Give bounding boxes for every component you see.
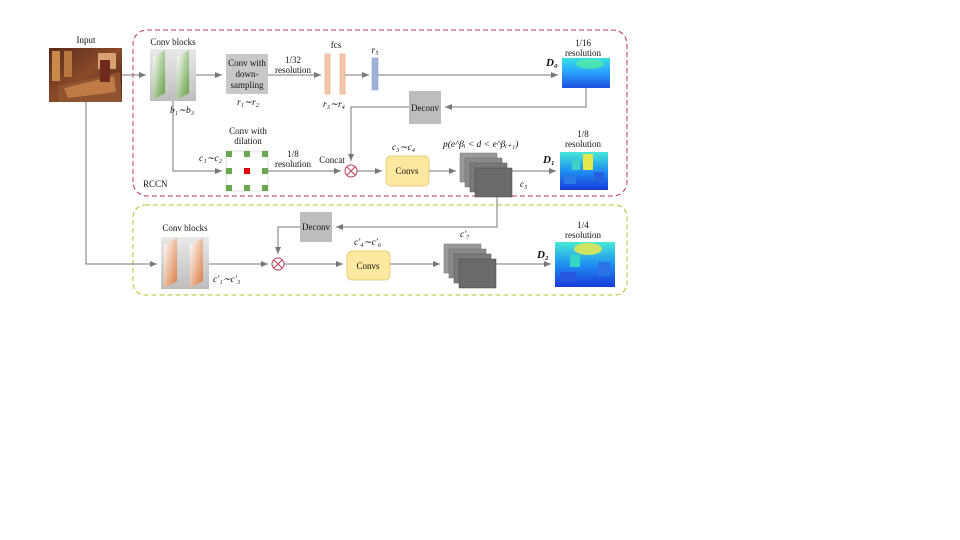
conv-down-line2: down- [236, 69, 259, 79]
conv-dil-line2: dilation [234, 136, 262, 146]
conv-down-line3: sampling [231, 80, 264, 90]
d2-label: D₂ [536, 249, 549, 261]
deconv-top-label: Deconv [411, 103, 439, 113]
cp-range-1-label: c′₁∼c′₃ [213, 275, 240, 285]
prob-label: p(e^βᵢ < d < e^βᵢ₊₁) [442, 139, 518, 150]
rccn-label: RCCN [143, 179, 168, 189]
c-range-2-label: c₃∼c₄ [392, 143, 415, 153]
res-1-8-a: 1/8 [287, 149, 299, 159]
res-1-16-b: resolution [565, 48, 601, 58]
connections [85, 72, 587, 267]
multiply-op-bottom [271, 257, 285, 271]
dilation-kernel [225, 150, 269, 192]
fc-layer-1 [324, 53, 331, 95]
d2-depth-map [555, 242, 615, 287]
input-image [49, 48, 122, 102]
convs-top-label: Convs [395, 166, 419, 176]
res-1-4-a: 1/4 [577, 220, 589, 230]
r-range-1-label: r₁∼r₂ [237, 98, 260, 108]
res-1-8-b: resolution [275, 159, 311, 169]
conv-down-line1: Conv with [228, 58, 266, 68]
c-range-1-label: c₁∼c₂ [199, 154, 223, 164]
rccn-group-border [132, 29, 628, 197]
cp-range-2-label: c′₄∼c′₆ [354, 238, 381, 248]
d0-depth-map [562, 58, 610, 88]
res-1-32-a: 1/32 [285, 55, 301, 65]
b-range-label: b₁∼b₃ [170, 106, 194, 116]
d0-label: D₀ [545, 57, 558, 69]
deconv-bottom-label: Deconv [302, 222, 330, 232]
c5-label: c₅ [520, 180, 528, 190]
conv-downsampling-block: Conv with down- sampling [226, 54, 268, 94]
d1-label: D₁ [542, 154, 555, 166]
conv-blocks-bottom [161, 237, 209, 289]
res-1-32-b: resolution [275, 65, 311, 75]
r-range-2-label: r₃∼r₄ [323, 100, 345, 110]
d1-depth-map [560, 152, 608, 190]
conv-blocks-top-label: Conv blocks [150, 37, 196, 47]
deconv-bottom-block [300, 212, 332, 242]
refine-group-border [132, 204, 628, 296]
c7p-label: c′₇ [460, 230, 470, 240]
fc-layer-2 [339, 53, 346, 95]
concat-op [344, 164, 358, 178]
deconv-top-block [409, 91, 441, 124]
r5-layer [371, 57, 379, 91]
convs-bottom-block [346, 250, 391, 281]
conv-dil-line1: Conv with [229, 126, 267, 136]
res-1-8-out-b: resolution [565, 139, 601, 149]
conv-blocks-top [150, 49, 196, 101]
res-1-8-out-a: 1/8 [577, 129, 589, 139]
fcs-label: fcs [331, 40, 342, 50]
feature-stack-c5 [459, 152, 513, 198]
res-1-16-a: 1/16 [575, 38, 592, 48]
convs-bottom-label: Convs [356, 261, 380, 271]
res-1-4-b: resolution [565, 230, 601, 240]
r5-label: r₅ [372, 46, 379, 56]
input-label: Input [77, 35, 96, 45]
concat-label: Concat [319, 155, 345, 165]
feature-stack-c7p [443, 243, 497, 289]
conv-blocks-bottom-label: Conv blocks [162, 223, 208, 233]
